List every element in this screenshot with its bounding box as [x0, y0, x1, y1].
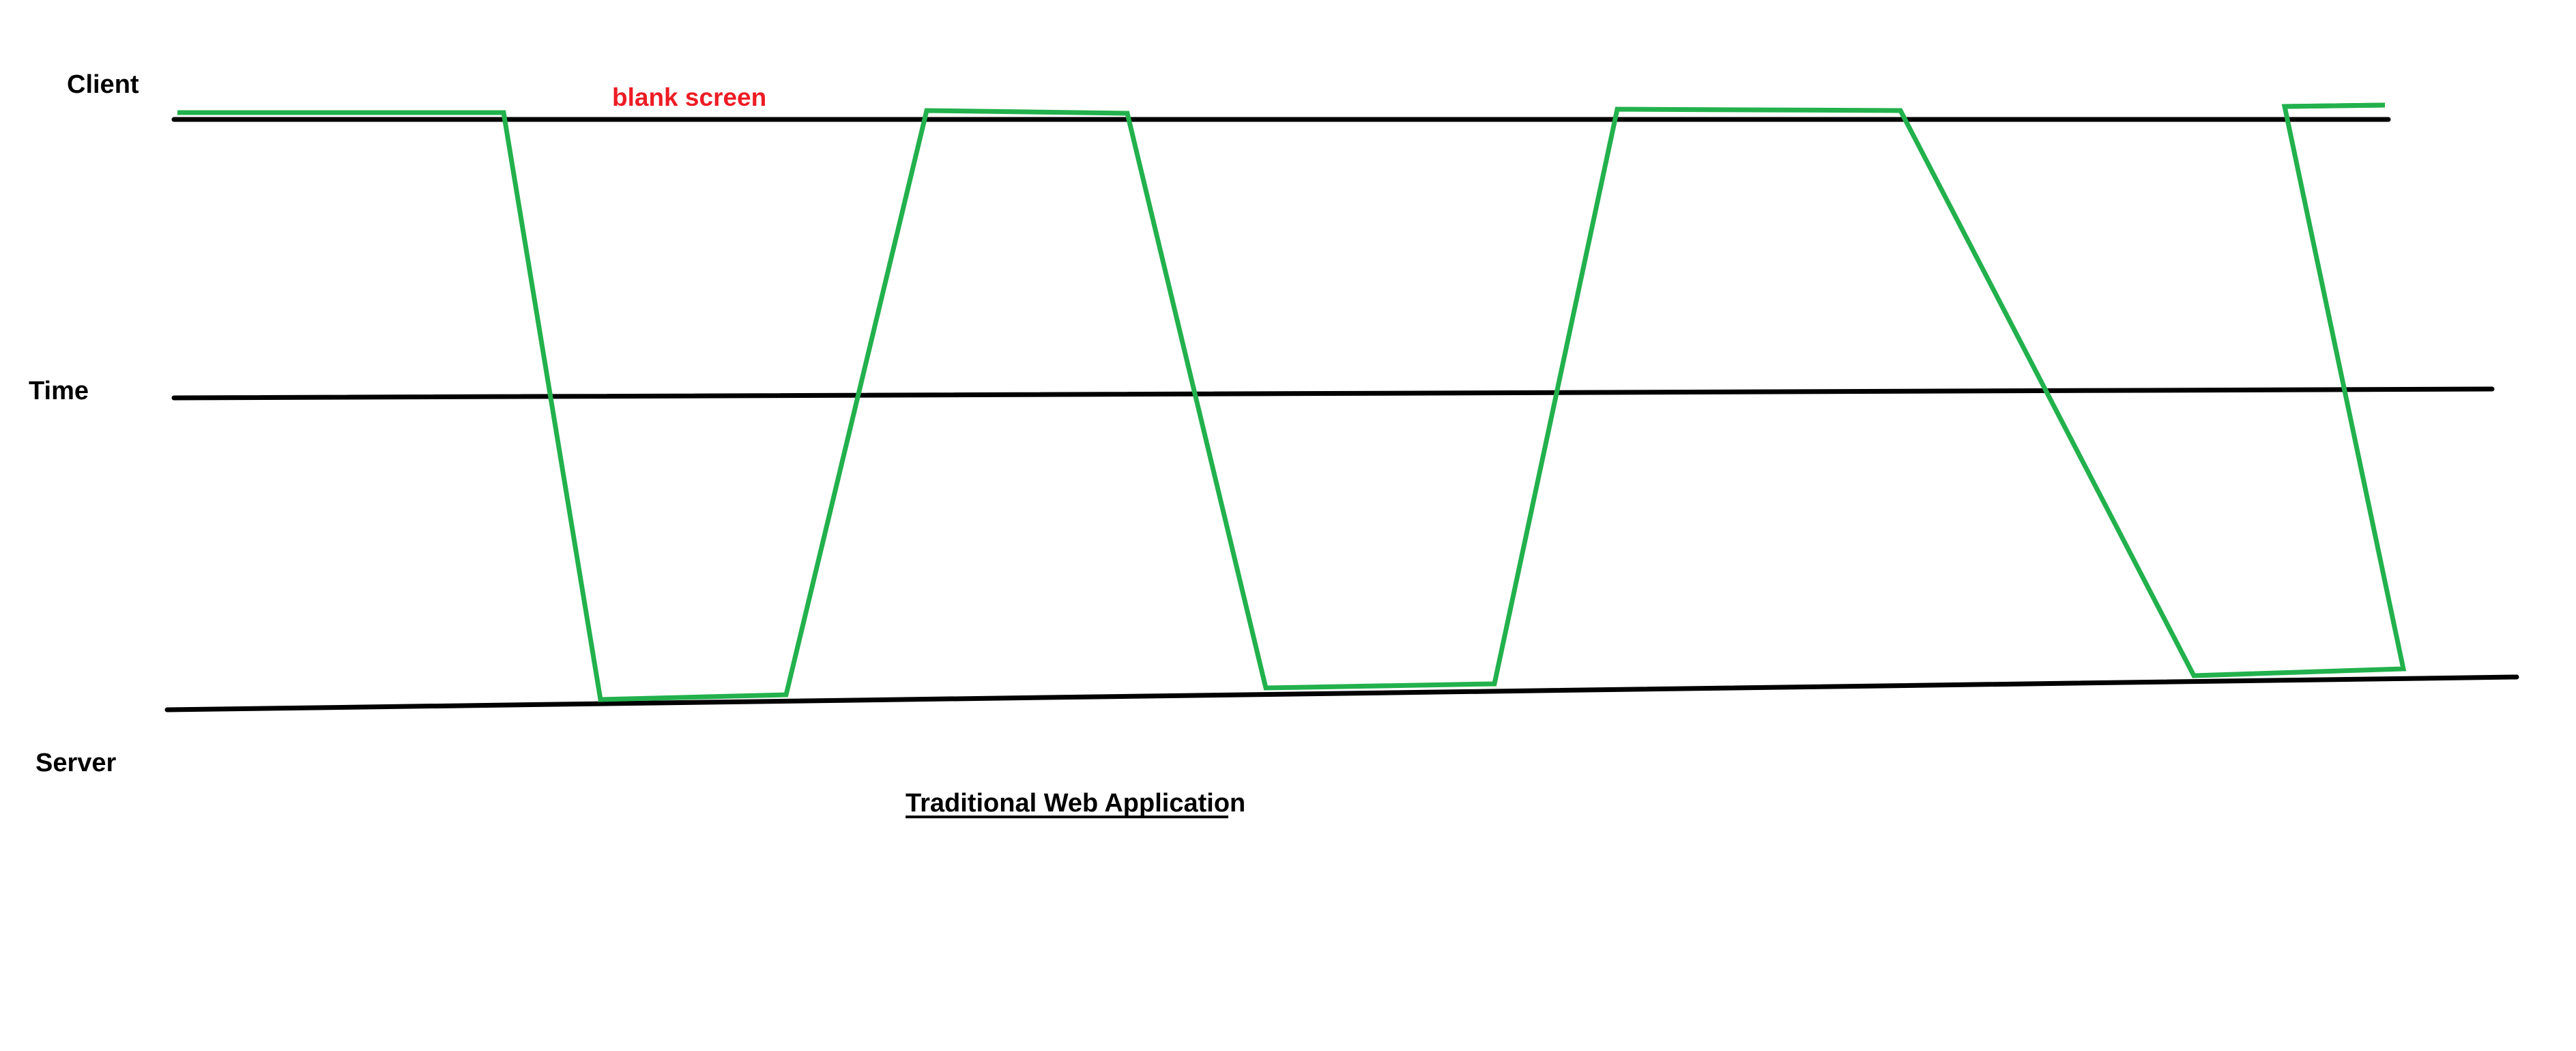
diagram-caption: Traditional Web Application: [906, 789, 1245, 818]
client-label: Client: [67, 70, 139, 99]
final-client-segment: [2284, 102, 2386, 109]
server-line: [164, 674, 2519, 712]
blank-screen-annotation: blank screen: [612, 83, 766, 111]
time-label: Time: [29, 377, 89, 405]
request-response-trace: [177, 102, 2407, 702]
time-line: [171, 386, 2495, 401]
server-label: Server: [35, 749, 117, 777]
